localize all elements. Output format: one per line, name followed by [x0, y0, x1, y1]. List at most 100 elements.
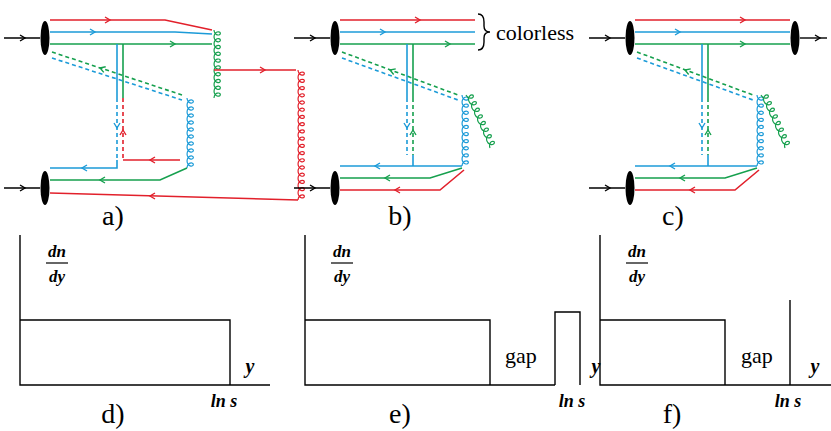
quark-line — [406, 44, 408, 98]
arrowhead — [410, 130, 416, 135]
arrowhead — [605, 185, 610, 191]
axis-label: dy — [629, 268, 645, 285]
quark-line — [116, 44, 118, 98]
axis-label: dy — [334, 268, 350, 285]
quark-line — [214, 69, 296, 71]
panel-label: b) — [388, 202, 411, 230]
arrowhead — [815, 35, 820, 41]
quark-line — [635, 19, 790, 21]
arrowhead — [395, 187, 400, 193]
arrowhead — [90, 29, 95, 35]
ghost-line — [707, 98, 709, 155]
quark-line — [340, 170, 464, 190]
gluon-coil — [757, 95, 763, 166]
quark-line — [707, 44, 709, 98]
arrowhead — [20, 35, 25, 41]
arrowhead — [100, 67, 106, 73]
arrowhead — [675, 29, 680, 35]
panel-label: f) — [663, 400, 682, 428]
quark-line — [626, 262, 648, 263]
arrowhead — [105, 17, 110, 23]
arrowhead — [150, 193, 155, 199]
arrowhead — [260, 67, 265, 73]
arrowhead — [605, 35, 610, 41]
axis-label: dn — [628, 243, 646, 260]
quark-line — [46, 262, 68, 263]
quark-line — [331, 262, 353, 263]
quark-line — [635, 168, 757, 178]
quark-line — [589, 37, 625, 38]
arrowhead — [740, 17, 745, 23]
hadron — [791, 21, 800, 55]
quark-line — [50, 43, 212, 45]
quark-line — [340, 168, 462, 178]
brace — [478, 14, 490, 50]
panel-label: e) — [389, 400, 411, 428]
axis-tick: ln s — [775, 392, 802, 410]
quark-line — [635, 43, 790, 45]
quark-line — [50, 168, 187, 180]
quark-line — [600, 320, 725, 385]
quark-line — [600, 235, 831, 385]
hadron — [331, 21, 340, 55]
arrowhead — [690, 187, 695, 193]
arrowhead — [82, 165, 87, 171]
arrowhead — [385, 175, 390, 181]
quark-line — [340, 165, 462, 167]
arrowhead — [170, 41, 175, 47]
ghost-line — [412, 98, 414, 155]
axis-label: dy — [49, 268, 65, 285]
quark-line — [635, 170, 759, 190]
quark-line — [635, 31, 790, 33]
gluon-coil — [298, 70, 304, 200]
gap-label: gap — [741, 345, 773, 367]
hadron — [41, 21, 50, 55]
ghost-line — [52, 52, 182, 95]
axis-label: y — [811, 356, 820, 376]
arrowhead — [380, 29, 385, 35]
panel-label: a) — [102, 202, 124, 230]
quark-line — [789, 300, 790, 385]
ghost-line — [637, 52, 753, 95]
quark-line — [340, 19, 475, 21]
gluon-coil — [462, 95, 468, 166]
gap-label: gap — [505, 345, 537, 367]
arrowhead — [404, 123, 410, 128]
gluon-coil — [187, 98, 193, 168]
quark-line — [4, 37, 40, 38]
quark-line — [701, 44, 703, 98]
quark-line — [412, 155, 414, 166]
quark-line — [294, 187, 330, 188]
arrowhead — [20, 185, 25, 191]
arrowhead — [114, 123, 120, 128]
quark-line — [20, 320, 230, 385]
quark-line — [4, 187, 40, 188]
gluon-coil — [214, 30, 220, 98]
hadron — [331, 171, 340, 205]
arrowhead — [150, 157, 155, 163]
group-label: colorless — [496, 22, 574, 44]
arrowhead — [375, 163, 380, 169]
hadron — [41, 171, 50, 205]
arrowhead — [670, 163, 675, 169]
axis-tick: ln s — [559, 392, 586, 410]
quark-line — [50, 193, 298, 200]
hadron — [626, 21, 635, 55]
arrowhead — [705, 130, 711, 135]
axis-label: dn — [48, 243, 66, 260]
arrowhead — [390, 69, 396, 75]
gluon-coil — [761, 95, 789, 148]
arrowhead — [445, 41, 450, 47]
arrowhead — [310, 185, 315, 191]
panel-label: c) — [662, 202, 684, 230]
axis-tick: ln s — [211, 392, 238, 410]
arrowhead — [699, 123, 705, 128]
gluon-coil — [466, 95, 494, 148]
ghost-line — [342, 58, 458, 100]
arrowhead — [120, 130, 126, 135]
quark-line — [412, 44, 414, 98]
quark-line — [800, 37, 827, 38]
arrowhead — [415, 17, 420, 23]
